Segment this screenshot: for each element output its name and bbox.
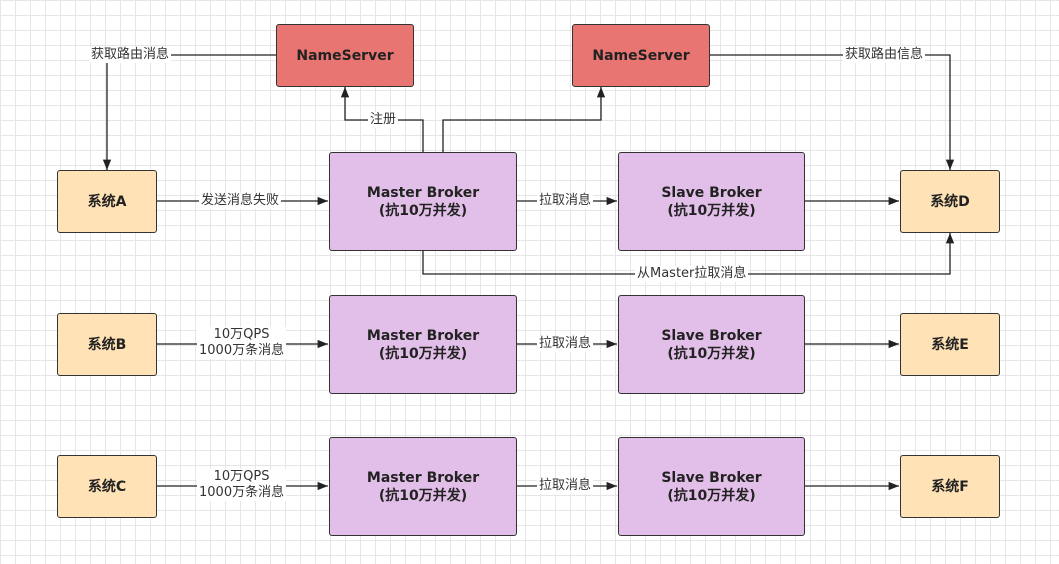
nameserver-node-1[interactable]: NameServer xyxy=(276,24,414,87)
slave-2-title: Slave Broker xyxy=(661,327,762,344)
slave-1-title: Slave Broker xyxy=(661,184,762,201)
label-qps-b-line2: 1000万条消息 xyxy=(199,343,285,358)
label-qps-c-line2: 1000万条消息 xyxy=(199,485,285,500)
system-e-label: 系统E xyxy=(931,336,969,353)
master-3-sub: (抗10万并发) xyxy=(378,487,468,504)
system-f-node[interactable]: 系统F xyxy=(900,455,1000,518)
label-pull-3: 拉取消息 xyxy=(537,478,594,494)
nameserver-2-label: NameServer xyxy=(592,47,690,64)
system-c-label: 系统C xyxy=(87,478,127,495)
slave-broker-node-1[interactable]: Slave Broker (抗10万并发) xyxy=(618,152,805,251)
label-qps-c: 10万QPS 1000万条消息 xyxy=(197,469,287,501)
edge-ns1-to-system-a xyxy=(102,54,276,170)
master-2-title: Master Broker xyxy=(366,327,480,344)
system-c-node[interactable]: 系统C xyxy=(57,455,157,518)
label-pull-1: 拉取消息 xyxy=(537,193,594,209)
master-2-sub: (抗10万并发) xyxy=(378,345,468,362)
system-b-node[interactable]: 系统B xyxy=(57,313,157,376)
label-pull-2: 拉取消息 xyxy=(537,336,594,352)
label-register: 注册 xyxy=(368,112,399,128)
label-get-route-left: 获取路由消息 xyxy=(89,47,172,63)
slave-2-sub: (抗10万并发) xyxy=(667,345,756,362)
master-broker-node-3[interactable]: Master Broker (抗10万并发) xyxy=(329,437,517,536)
system-a-label: 系统A xyxy=(87,193,127,210)
edge-ns2-to-system-d xyxy=(710,54,955,170)
master-1-sub: (抗10万并发) xyxy=(378,202,468,219)
label-qps-b-line1: 10万QPS xyxy=(213,327,270,342)
system-e-node[interactable]: 系统E xyxy=(900,313,1000,376)
slave-3-sub: (抗10万并发) xyxy=(667,487,756,504)
slave-broker-node-3[interactable]: Slave Broker (抗10万并发) xyxy=(618,437,805,536)
edge-master1-register-ns2 xyxy=(442,87,606,152)
system-d-node[interactable]: 系统D xyxy=(900,170,1000,233)
slave-1-sub: (抗10万并发) xyxy=(667,202,756,219)
label-send-failed: 发送消息失败 xyxy=(199,193,282,209)
master-1-title: Master Broker xyxy=(366,184,480,201)
nameserver-node-2[interactable]: NameServer xyxy=(572,24,710,87)
master-broker-node-2[interactable]: Master Broker (抗10万并发) xyxy=(329,295,517,394)
master-broker-node-1[interactable]: Master Broker (抗10万并发) xyxy=(329,152,517,251)
nameserver-1-label: NameServer xyxy=(296,47,394,64)
label-qps-b: 10万QPS 1000万条消息 xyxy=(197,327,287,359)
slave-3-title: Slave Broker xyxy=(661,469,762,486)
label-qps-c-line1: 10万QPS xyxy=(213,469,270,484)
master-3-title: Master Broker xyxy=(366,469,480,486)
system-f-label: 系统F xyxy=(931,478,969,495)
system-b-label: 系统B xyxy=(87,336,127,353)
label-pull-from-master: 从Master拉取消息 xyxy=(635,266,749,282)
system-d-label: 系统D xyxy=(930,193,970,210)
slave-broker-node-2[interactable]: Slave Broker (抗10万并发) xyxy=(618,295,805,394)
label-get-route-right: 获取路由信息 xyxy=(843,47,926,63)
system-a-node[interactable]: 系统A xyxy=(57,170,157,233)
